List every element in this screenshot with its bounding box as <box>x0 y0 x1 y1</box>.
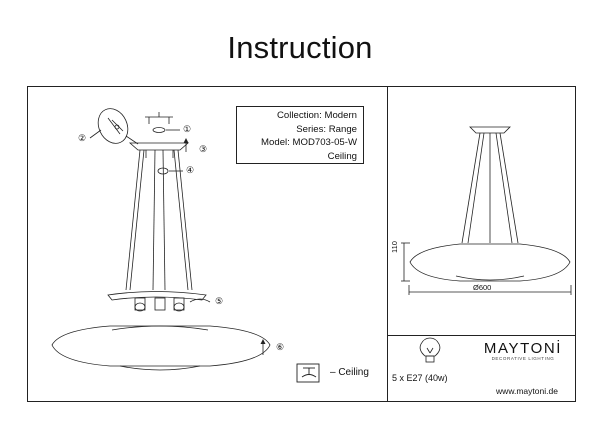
page-title: Instruction <box>227 30 373 65</box>
step-number-3: ③ <box>199 144 208 154</box>
step-number-1: ① <box>183 124 192 134</box>
brand-logo: MAYTONİ DECORATIVE LIGHTING <box>470 340 576 361</box>
drawing-frame <box>27 86 576 402</box>
lamp-spec: 5 x E27 (40w) <box>392 373 448 383</box>
model-label: Model: MOD703-05-W <box>261 137 357 149</box>
ceiling-legend-icon <box>296 363 320 383</box>
step-number-6: ⑥ <box>276 342 285 352</box>
type-label: Ceiling <box>327 150 357 162</box>
horizontal-divider <box>387 335 576 336</box>
brand-tagline: DECORATIVE LIGHTING <box>491 356 555 361</box>
detail-bubble <box>97 108 129 144</box>
brand-name: MAYTONİ <box>483 340 563 357</box>
brand-url: www.maytoni.de <box>496 386 558 396</box>
height-dimension: 110 <box>390 241 399 253</box>
elevation-drawing <box>401 126 572 295</box>
step-number-5: ⑤ <box>215 296 224 306</box>
vertical-divider <box>387 86 388 402</box>
collection-label: Collection: Modern <box>277 110 357 121</box>
step-number-4: ④ <box>186 165 195 175</box>
bulb-icon <box>419 337 441 363</box>
ceiling-legend-label: – Ceiling <box>330 367 369 378</box>
product-info-box: Collection: Modern Series: Range Model: … <box>236 106 364 164</box>
series-label: Series: Range <box>296 123 357 135</box>
diameter-dimension: Ø600 <box>473 283 492 292</box>
step-number-2: ② <box>78 133 87 143</box>
